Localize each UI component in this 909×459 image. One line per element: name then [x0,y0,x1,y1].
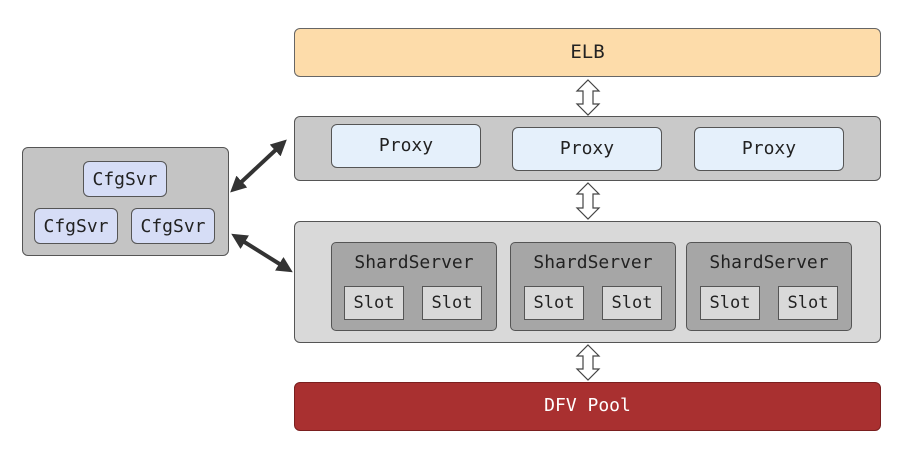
slot: Slot [778,286,838,320]
slot: Slot [602,286,662,320]
slot-label: Slot [353,293,395,313]
arrow-cfg-shard [231,233,293,273]
double-arrow-shard-dfv [575,344,601,381]
slot: Slot [344,286,404,320]
config-server-group: CfgSvr CfgSvr CfgSvr [22,147,229,256]
cfg-server-node: CfgSvr [83,161,167,197]
slot-label: Slot [709,293,751,313]
slot: Slot [700,286,760,320]
slot-label: Slot [431,293,473,313]
proxy-label: Proxy [378,135,434,156]
proxy-label: Proxy [741,138,797,159]
shard-server: ShardServer Slot Slot [331,242,497,331]
shard-server-title: ShardServer [354,252,474,273]
cfg-server-label: CfgSvr [140,216,206,237]
shard-server: ShardServer Slot Slot [686,242,852,331]
cfg-server-label: CfgSvr [43,216,109,237]
double-arrow-proxy-shard [575,182,601,220]
shard-server-title: ShardServer [709,252,829,273]
dfv-pool-label: DFV Pool [544,395,631,416]
cfg-server-node: CfgSvr [34,208,118,244]
proxy-node: Proxy [512,127,662,171]
shard-server-title: ShardServer [533,252,653,273]
slot: Slot [524,286,584,320]
dfv-pool-node: DFV Pool [294,382,881,431]
proxy-label: Proxy [559,138,615,159]
cfg-server-label: CfgSvr [92,169,158,190]
cfg-server-node: CfgSvr [131,208,215,244]
shard-layer: ShardServer Slot Slot ShardServer Slot S… [294,221,881,343]
elb-label: ELB [570,41,605,63]
arrow-cfg-proxy [230,139,287,193]
slot: Slot [422,286,482,320]
proxy-layer: Proxy Proxy Proxy [294,116,881,181]
slot-label: Slot [787,293,829,313]
double-arrow-elb-proxy [575,79,601,116]
slot-label: Slot [533,293,575,313]
proxy-node: Proxy [694,127,844,171]
shard-server: ShardServer Slot Slot [510,242,676,331]
proxy-node: Proxy [331,124,481,168]
elb-node: ELB [294,28,881,77]
slot-label: Slot [611,293,653,313]
